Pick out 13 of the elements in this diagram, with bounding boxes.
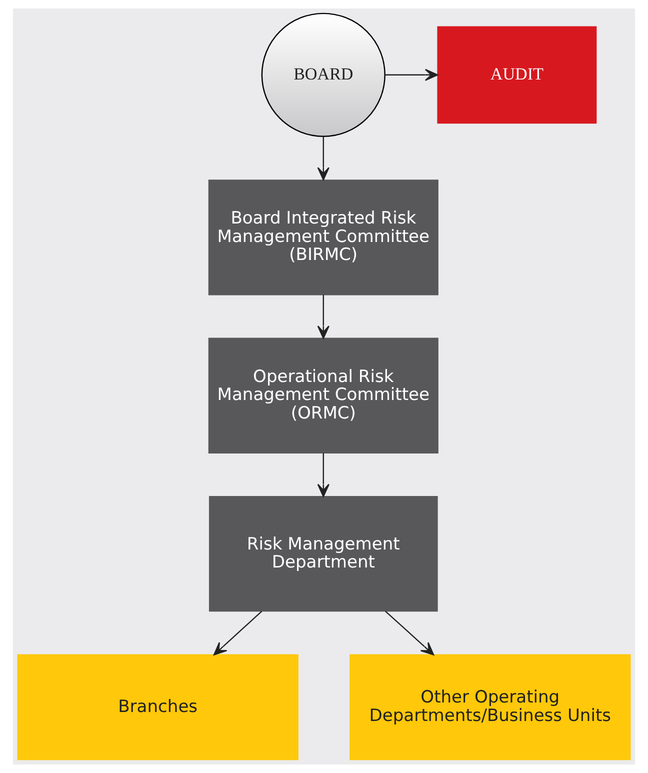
arrow: [317, 453, 330, 498]
node-circle: BOARD: [261, 12, 386, 137]
node-box: Risk Management Department: [208, 496, 438, 612]
node-box: AUDIT: [437, 26, 597, 124]
node-box: Branches: [17, 654, 298, 760]
node-box: Board Integrated Risk Management Committee (BIRMC): [208, 180, 438, 296]
node-box: Operational Risk Management Committee (ORMC): [208, 338, 438, 454]
arrow: [385, 610, 434, 656]
arrow: [317, 136, 330, 180]
node-box: Other Operating Departments/Business Units: [350, 654, 631, 760]
arrow: [385, 68, 438, 81]
arrow: [213, 610, 262, 656]
arrow: [317, 294, 330, 339]
